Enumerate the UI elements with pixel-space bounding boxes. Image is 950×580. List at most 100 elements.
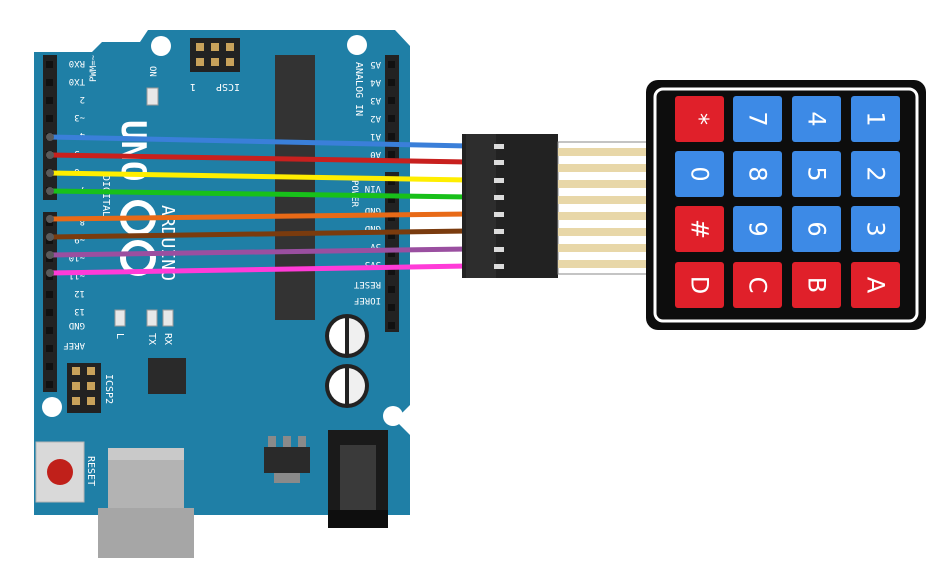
capacitor [325,314,369,358]
microcontroller-chip [275,55,315,320]
keypad-key-label: 7 [744,111,772,126]
ribbon-trace [558,260,648,268]
header-pin [388,214,395,221]
pin-label: RX0 [69,58,85,68]
keypad-connector [462,134,558,278]
header-pin [46,309,53,316]
header-pin [46,61,53,68]
jumper-wire [47,246,471,258]
wire-end [46,269,54,277]
header-pin [388,97,395,104]
capacitor [325,364,369,408]
connector-pin [494,160,504,165]
keypad-key [792,96,841,142]
wire-end [46,151,54,159]
tx-led [146,309,158,327]
header-pin [388,196,395,203]
keypad-key [851,151,900,197]
wire-end [46,251,54,259]
power-pin-label: IOREF [354,295,381,305]
keypad-key-label: 5 [803,166,831,181]
icsp2-pins [72,367,95,405]
header-pin [46,115,53,122]
keypad-key-label: D [686,276,714,294]
analog-pin-label: A1 [370,131,381,141]
l-label: L [114,333,125,339]
keypad-key-label: 0 [686,166,714,181]
mounting-hole [42,397,62,417]
wire-end [46,233,54,241]
header-pin [388,322,395,329]
digital-label: DIGITAL [100,175,111,217]
connector-pin [494,247,504,252]
header-pin [46,291,53,298]
analog-pin-label: A4 [370,77,381,87]
tx-label: TX [146,333,157,345]
keypad-key [733,151,782,197]
pin-label: ~3 [74,112,85,122]
reset-button [35,441,85,503]
header-pin [388,304,395,311]
header-pin [388,178,395,185]
ribbon-trace [558,148,648,156]
usb-connector [98,448,194,558]
jumper-wire [47,134,471,149]
on-led [146,87,159,106]
connector-pin [494,178,504,183]
header-pin [46,79,53,86]
connector-pin [494,264,504,269]
header-pin [46,363,53,370]
keypad-key-label: 3 [862,221,890,236]
power-pin-label: GND [365,223,381,233]
rx-label: RX [162,333,173,345]
connector-pin [494,144,504,149]
mounting-hole [383,406,403,426]
pin-label: 12 [74,288,85,298]
keypad-key [851,262,900,308]
pin-label: 4 [80,130,85,140]
header-pin [388,133,395,140]
connector-pin [494,212,504,217]
pin-label: AREF [63,340,85,350]
analog-in-label: ANALOG IN [353,62,364,116]
on-label: ON [147,66,157,77]
mounting-hole [347,35,367,55]
header-pin [388,151,395,158]
keypad-key-label: # [686,219,714,239]
icsp-pin1-label: 1 [190,81,196,92]
wire-end [46,187,54,195]
pin-label: TX0 [69,76,85,86]
header-pin [388,250,395,257]
analog-pin-label: A0 [370,149,381,159]
header-pin [388,232,395,239]
ribbon-trace [558,228,648,236]
keypad-key-label: * [686,113,714,125]
keypad-key-label: 4 [803,111,831,126]
ribbon-body [557,141,649,275]
rx-led [162,309,174,327]
header-pin [388,115,395,122]
digital-header-top [43,55,57,200]
keypad-key-label: 9 [744,221,772,236]
analog-pin-label: A5 [370,59,381,69]
power-pin-label: VIN [365,183,381,193]
header-pin [46,345,53,352]
keypad-key [733,96,782,142]
pin-label: GND [69,320,85,330]
keypad-key [675,206,724,252]
ribbon-trace [558,244,648,252]
power-pin-label: 5V [370,241,381,251]
header-pin [388,79,395,86]
connector-pin [494,229,504,234]
jumper-wire [47,263,471,276]
jumper-wire [47,152,471,165]
keypad-key-label: 2 [862,166,890,181]
power-pin-label: GND [365,205,381,215]
keypad-key [675,151,724,197]
ribbon-trace [558,180,648,188]
jumper-wire [47,211,471,222]
power-pin-label: RESET [353,279,381,289]
jumper-wire [47,228,471,240]
